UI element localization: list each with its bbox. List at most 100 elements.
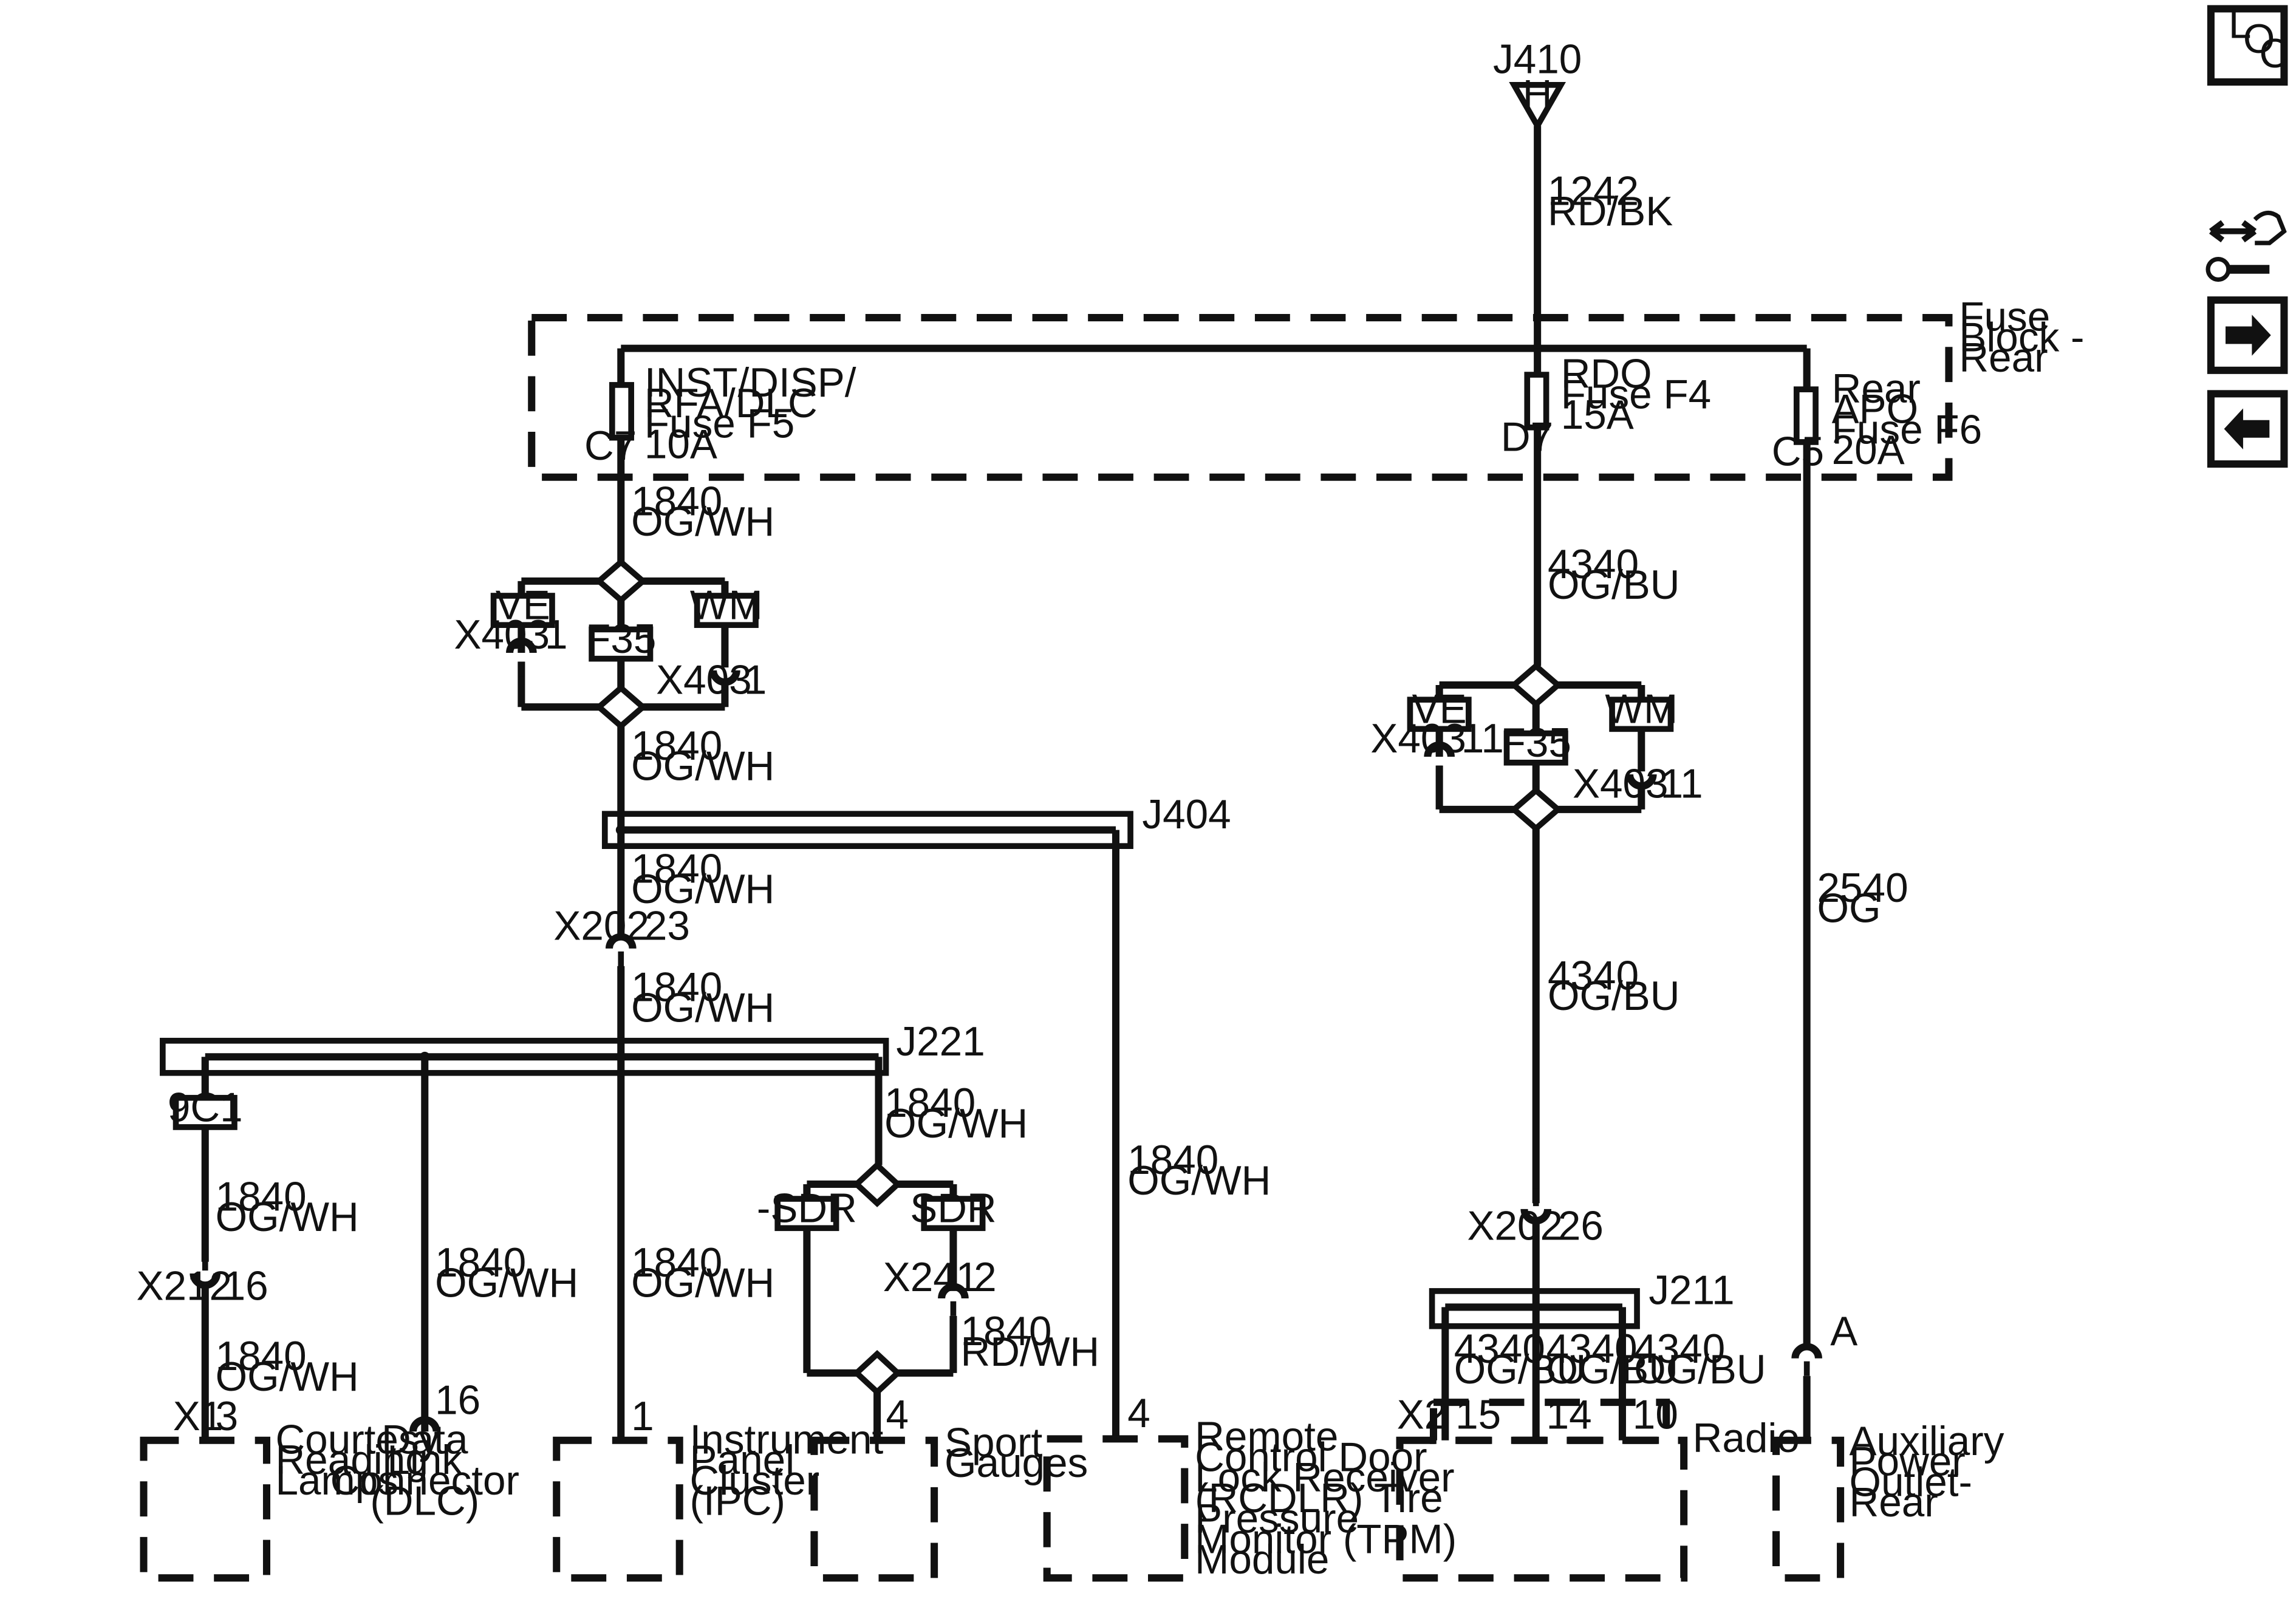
right-option-branch: 4340 OG/BU VE WM F35 X403 11 X403 11 434…: [1370, 542, 1703, 1307]
svg-text:4: 4: [1127, 1391, 1150, 1436]
svg-text:OG/WH: OG/WH: [216, 1354, 359, 1400]
option-9c1: [173, 1094, 237, 1130]
fuse-block-rear: Fuse Block - Rear: [528, 295, 2085, 481]
svg-text:26: 26: [1558, 1204, 1604, 1249]
svg-text:OG/BU: OG/BU: [1634, 1347, 1766, 1393]
fuse-f4-line-2: Fuse F4: [1561, 372, 1711, 417]
x403-connector-right: [709, 670, 740, 686]
svg-text:1840: 1840: [631, 1240, 722, 1286]
svg-text:OG/BU: OG/BU: [1548, 973, 1679, 1019]
svg-text:1840: 1840: [960, 1309, 1051, 1354]
loc-icon[interactable]: L O C: [2207, 2, 2289, 86]
svg-text:1840: 1840: [631, 965, 722, 1011]
svg-text:A: A: [1830, 1309, 1857, 1354]
svg-text:WM: WM: [690, 583, 763, 629]
svg-text:1840: 1840: [631, 479, 722, 524]
svg-text:1: 1: [631, 1394, 654, 1439]
fuse-f5-line-2: RFA/DLC: [644, 381, 818, 426]
svg-text:4: 4: [886, 1392, 909, 1437]
forward-arrow-icon[interactable]: [2207, 296, 2288, 374]
back-arrow-icon[interactable]: [2207, 390, 2288, 468]
svg-text:OG/WH: OG/WH: [631, 985, 774, 1031]
fuse-block-label-1: Fuse: [1959, 295, 2050, 340]
component-ipc: 1 Instrument Panel Cluster (IPC): [553, 1394, 884, 1582]
svg-text:4340: 4340: [1634, 1326, 1725, 1372]
svg-text:OG/WH: OG/WH: [631, 867, 774, 912]
svg-text:SDR: SDR: [910, 1186, 996, 1232]
fuse-f5-terminal: C7: [584, 423, 637, 469]
fuse-f6-line-3: Fuse F6: [1832, 407, 1982, 452]
feed-color: RD/BK: [1548, 189, 1673, 234]
svg-text:2: 2: [974, 1255, 997, 1300]
svg-text:23: 23: [644, 903, 690, 949]
svg-text:14: 14: [1546, 1392, 1592, 1437]
svg-text:VE: VE: [1412, 687, 1467, 732]
svg-text:Lamps: Lamps: [275, 1458, 398, 1504]
sport-gauges-branch: -SDR SDR X241 2 1840 RD/WH: [757, 1161, 1099, 1440]
svg-text:Instrument: Instrument: [690, 1417, 884, 1462]
fuse-f6: Rear APO Fuse F6 20A C5: [1772, 348, 1982, 1350]
fuse-f5: INST/DISP/ RFA/DLC Fuse F5 10A C7: [584, 348, 856, 564]
svg-text:-SDR: -SDR: [757, 1186, 857, 1232]
fuse-f5-line-4: 10A: [644, 421, 717, 467]
radio-connector-x2: [1429, 1399, 1670, 1444]
x403-connector-radio-left: [1424, 741, 1455, 757]
svg-text:J221: J221: [896, 1019, 985, 1065]
fuse-block-outline: [528, 314, 1953, 481]
side-nav: L O C: [2205, 2, 2289, 468]
svg-text:Link: Link: [387, 1437, 462, 1483]
svg-text:Courtesy: Courtesy: [275, 1417, 439, 1462]
svg-text:J404: J404: [1142, 792, 1231, 837]
feed-circuit: 1242: [1548, 168, 1639, 214]
svg-text:OG/BU: OG/BU: [1546, 1347, 1678, 1393]
svg-text:3: 3: [216, 1394, 239, 1439]
svg-text:F35: F35: [586, 616, 656, 662]
svg-text:Cluster: Cluster: [690, 1458, 820, 1504]
svg-text:1840: 1840: [1127, 1137, 1218, 1183]
option-ve-radio: [1407, 697, 1472, 732]
svg-text:2540: 2540: [1817, 865, 1908, 911]
svg-text:OG/WH: OG/WH: [631, 1261, 774, 1306]
svg-text:X202: X202: [1467, 1204, 1563, 1249]
splice-j404-box: [601, 811, 1133, 849]
fuse-f5-line-3: Fuse F5: [644, 401, 794, 447]
svg-text:WM: WM: [1605, 687, 1678, 732]
component-rcdlr-tpm: 4 Remote Control Door Lock Receiver (RCD…: [1043, 1391, 1457, 1583]
aux-feed: 2540 OG A: [1791, 865, 1908, 1440]
svg-text:4340: 4340: [1548, 542, 1639, 587]
option-diamond-sdr-bottom: [852, 1349, 902, 1396]
svg-text:C: C: [2259, 31, 2289, 77]
svg-text:Sport: Sport: [945, 1420, 1043, 1465]
svg-text:F35: F35: [1501, 720, 1571, 766]
svg-text:Reading: Reading: [275, 1437, 428, 1483]
connector-tool-icon[interactable]: [2205, 211, 2287, 282]
svg-text:O: O: [2243, 16, 2275, 62]
splice-j211: J211 4340 OG/BU 4340 OG/BU 4340 OG/BU: [1429, 1268, 1766, 1440]
x202-connector-right: [1520, 1209, 1552, 1225]
j410-label: J410: [1493, 37, 1582, 83]
option-neg-sdr: [774, 1196, 839, 1232]
option-diamond-radio-top: [1509, 662, 1563, 708]
x241-connector: [938, 1283, 969, 1299]
svg-text:Outlet-: Outlet-: [1850, 1459, 1972, 1505]
j410-pin: H: [1523, 72, 1553, 117]
svg-text:OG/BU: OG/BU: [1454, 1347, 1586, 1393]
svg-text:Pressure: Pressure: [1195, 1496, 1359, 1542]
left-option-branch: 1840 OG/WH VE WM F35 X403 1 X403 1 1840 …: [454, 479, 774, 830]
svg-text:(IPC): (IPC): [690, 1479, 785, 1524]
feed-j410: J410 H 1242 RD/BK: [1493, 37, 1673, 349]
fuse-f6-line-2: APO: [1832, 387, 1918, 432]
svg-text:11: 11: [1661, 762, 1703, 807]
svg-text:J211: J211: [1649, 1268, 1734, 1314]
svg-text:4340: 4340: [1548, 953, 1639, 998]
svg-text:OG/WH: OG/WH: [435, 1261, 578, 1306]
svg-text:OG/WH: OG/WH: [1127, 1158, 1271, 1204]
svg-text:X403: X403: [1573, 762, 1669, 807]
svg-text:16: 16: [435, 1377, 480, 1423]
svg-text:L: L: [2229, 2, 2252, 47]
svg-text:X403: X403: [656, 657, 752, 703]
component-dlc: Data Link Connector (DLC): [330, 1417, 519, 1524]
svg-text:X241: X241: [883, 1255, 979, 1300]
fuse-f4-terminal: D7: [1501, 414, 1553, 460]
